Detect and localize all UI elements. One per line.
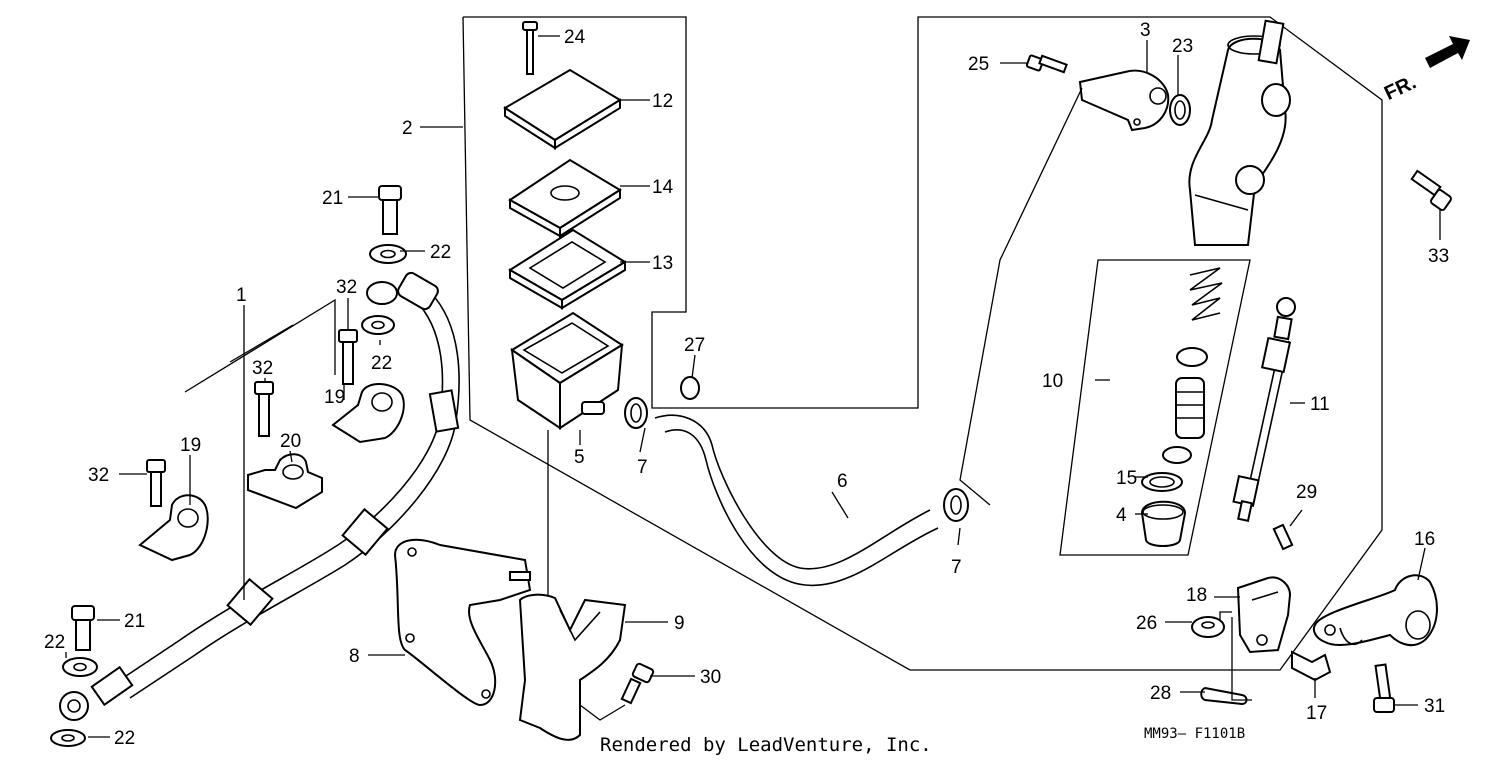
callout-20: 20 bbox=[280, 431, 301, 452]
bolt-32-left bbox=[146, 459, 166, 507]
callout-16: 16 bbox=[1414, 529, 1435, 550]
callout-labels: 1 2 3 4 5 6 7 7 8 9 10 11 12 13 14 15 16… bbox=[44, 20, 1449, 749]
callout-15: 15 bbox=[1116, 468, 1137, 489]
callout-28: 28 bbox=[1150, 683, 1171, 704]
bolt-30 bbox=[620, 662, 655, 705]
bracket-9 bbox=[518, 593, 627, 741]
callout-33: 33 bbox=[1428, 246, 1449, 267]
clamp-group-bracket bbox=[184, 298, 336, 393]
sealing-washer-lower-b bbox=[50, 729, 86, 747]
banjo-bolt-upper bbox=[378, 185, 402, 235]
front-direction-arrow-icon: FR. bbox=[1381, 36, 1470, 105]
callout-18: 18 bbox=[1186, 585, 1207, 606]
clip-7-left bbox=[624, 397, 648, 429]
callout-1: 1 bbox=[236, 285, 247, 306]
callout-7a: 7 bbox=[637, 457, 648, 478]
pin-17 bbox=[1291, 650, 1332, 682]
brake-hose bbox=[59, 271, 460, 721]
callout-9: 9 bbox=[674, 613, 685, 634]
callout-25: 25 bbox=[968, 54, 989, 75]
callout-14: 14 bbox=[652, 177, 674, 198]
push-rod-11 bbox=[1232, 297, 1296, 523]
callout-11: 11 bbox=[1310, 394, 1330, 415]
callout-22a: 22 bbox=[430, 242, 451, 263]
callout-29: 29 bbox=[1296, 482, 1317, 503]
o-ring-23 bbox=[1169, 94, 1191, 126]
callout-22d: 22 bbox=[114, 728, 135, 749]
callout-24: 24 bbox=[564, 27, 586, 48]
callout-3: 3 bbox=[1140, 20, 1151, 41]
clamp-group-bracket-mid bbox=[229, 324, 294, 363]
callout-26: 26 bbox=[1136, 613, 1157, 634]
bolt-32-mid bbox=[254, 381, 274, 437]
callout-27: 27 bbox=[684, 335, 705, 356]
nut-26 bbox=[1191, 616, 1225, 638]
callout-13: 13 bbox=[652, 253, 673, 274]
callout-23: 23 bbox=[1172, 36, 1193, 57]
banjo-top-washer bbox=[366, 281, 398, 305]
bolt-33 bbox=[1410, 169, 1452, 211]
callout-4: 4 bbox=[1116, 505, 1127, 526]
callout-19a: 19 bbox=[180, 435, 201, 456]
callout-21b: 21 bbox=[124, 611, 145, 632]
hose-clamp-20 bbox=[247, 453, 323, 510]
callout-19b: 19 bbox=[324, 387, 345, 408]
banjo-bolt-lower bbox=[71, 605, 95, 651]
bracket-8 bbox=[393, 538, 532, 707]
piston-kit bbox=[1162, 267, 1223, 464]
joint-3 bbox=[1078, 69, 1170, 132]
bolt-32-upper bbox=[338, 329, 358, 385]
leader-lines bbox=[65, 35, 1441, 738]
hose-clamp-19-right bbox=[331, 383, 405, 444]
callout-32a: 32 bbox=[88, 465, 109, 486]
master-cylinder-body bbox=[1188, 19, 1291, 246]
footer-credit: Rendered by LeadVenture, Inc. bbox=[600, 734, 932, 756]
banjo-fitting bbox=[59, 691, 89, 721]
sealing-washer-upper bbox=[369, 244, 407, 264]
reservoir-body bbox=[510, 311, 624, 430]
plate-14 bbox=[508, 158, 622, 238]
diagram-code: MM93— F1101B bbox=[1144, 726, 1245, 742]
callout-7b: 7 bbox=[951, 557, 962, 578]
reservoir-cap bbox=[503, 68, 622, 150]
callout-17: 17 bbox=[1306, 703, 1327, 724]
callout-22c: 22 bbox=[44, 632, 65, 653]
joint-18 bbox=[1236, 576, 1292, 654]
pin-29 bbox=[1272, 523, 1294, 551]
bolt-25 bbox=[1025, 54, 1068, 74]
bolt-31 bbox=[1373, 663, 1395, 713]
sealing-washer-mid bbox=[361, 315, 395, 335]
callout-32b: 32 bbox=[336, 277, 357, 298]
cotter-pin-28 bbox=[1200, 686, 1248, 706]
front-direction-label: FR. bbox=[1381, 71, 1419, 105]
callout-5: 5 bbox=[574, 447, 585, 468]
nut-27 bbox=[680, 376, 700, 400]
hose-clamp-19-left bbox=[138, 494, 209, 562]
callout-30: 30 bbox=[700, 667, 721, 688]
callout-22b: 22 bbox=[371, 353, 392, 374]
diaphragm-13 bbox=[508, 228, 627, 310]
snap-ring-15 bbox=[1141, 472, 1183, 492]
pedal-arm-16 bbox=[1312, 574, 1438, 647]
clip-7-right bbox=[943, 488, 969, 522]
reservoir-assembly-outline bbox=[462, 16, 1383, 671]
callout-12: 12 bbox=[652, 91, 673, 112]
sealing-washer-lower-a bbox=[62, 657, 98, 677]
reservoir-screw bbox=[522, 21, 538, 75]
callout-6: 6 bbox=[837, 471, 848, 492]
callout-2: 2 bbox=[402, 118, 413, 139]
boot-4 bbox=[1140, 500, 1187, 547]
callout-31: 31 bbox=[1424, 696, 1445, 717]
callout-32c: 32 bbox=[252, 358, 273, 379]
callout-10: 10 bbox=[1042, 371, 1063, 392]
callout-8: 8 bbox=[349, 646, 360, 667]
piston-kit-outline bbox=[1059, 259, 1251, 556]
callout-21a: 21 bbox=[322, 188, 343, 209]
reservoir-hose bbox=[654, 414, 939, 587]
